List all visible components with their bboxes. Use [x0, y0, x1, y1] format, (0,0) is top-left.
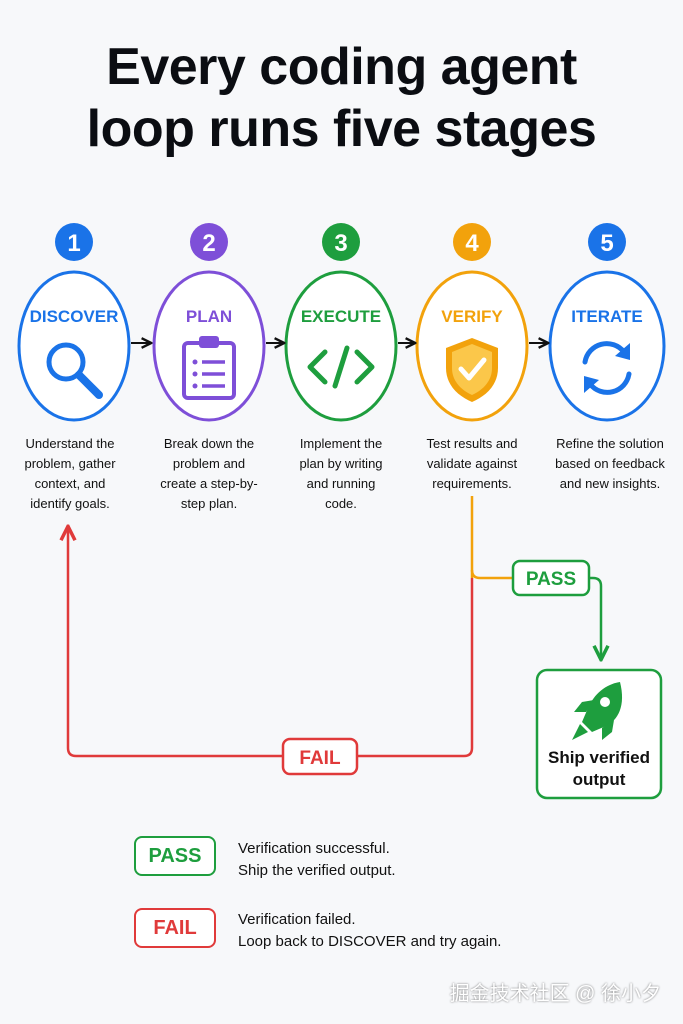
- pass-path: PASS: [470, 559, 601, 658]
- code-icon: [307, 345, 375, 389]
- ship-label-line-2: output: [573, 770, 626, 789]
- stage-verify: 4 VERIFY: [415, 223, 529, 422]
- stage-2-number-badge: [190, 223, 228, 261]
- legend-pass-badge: PASS: [134, 836, 216, 876]
- stage-3-name: EXECUTE: [301, 307, 381, 326]
- legend-fail-badge: FAIL: [134, 908, 216, 948]
- stage-4-number: 4: [465, 230, 479, 257]
- pass-flow-label: PASS: [526, 569, 576, 590]
- stage-3-description: Implement the plan by writing and runnin…: [299, 436, 383, 511]
- fail-flow-label: FAIL: [299, 748, 341, 769]
- stage-3-number: 3: [334, 230, 347, 257]
- rocket-icon: [572, 682, 623, 740]
- stage-5-name: ITERATE: [571, 307, 642, 326]
- stage-4-number-badge: [453, 223, 491, 261]
- clipboard-icon: [182, 336, 236, 400]
- legend-pass-text: Verification successful. Ship the verifi…: [238, 840, 396, 879]
- stage-4-description: Test results and validate against requir…: [426, 436, 518, 491]
- title-line-1: Every coding agent: [106, 38, 577, 96]
- stage-3-number-badge: [322, 223, 360, 261]
- stage-4-name: VERIFY: [441, 307, 503, 326]
- legend-fail-text: Verification failed. Loop back to DISCOV…: [238, 911, 502, 950]
- stage-2-number: 2: [202, 230, 215, 257]
- stage-5-number: 5: [600, 230, 613, 257]
- stage-plan: 2 PLAN: [152, 223, 266, 422]
- stage-5-description: Refine the solution based on feedback an…: [555, 436, 665, 491]
- page-title: Every coding agent loop runs five stages: [0, 36, 683, 160]
- stage-execute: 3 EXECUTE: [284, 223, 398, 422]
- stage-2-description: Break down the problem and create a step…: [160, 436, 258, 511]
- stage-5-number-badge: [588, 223, 626, 261]
- shield-check-icon: [446, 338, 498, 402]
- fail-path: [68, 528, 474, 758]
- stage-iterate: 5 ITERATE: [548, 223, 666, 422]
- stage-1-number-badge: [55, 223, 93, 261]
- fail-flow-badge: [281, 737, 359, 776]
- stage-discover: 1 DISCOVER: [17, 223, 131, 422]
- stage-1-description: Understand the problem, gather context, …: [24, 436, 116, 511]
- refresh-icon: [582, 341, 632, 395]
- watermark: 掘金技术社区 @ 徐小夕: [449, 983, 661, 1005]
- stage-2-name: PLAN: [186, 307, 232, 326]
- stage-1-number: 1: [67, 230, 80, 257]
- title-line-2: loop runs five stages: [86, 100, 597, 158]
- stage-3-ellipse: [284, 270, 398, 422]
- stage-1-name: DISCOVER: [30, 307, 119, 326]
- ship-output-box: Ship verified output: [535, 668, 663, 800]
- magnifier-icon: [46, 342, 103, 399]
- ship-label-line-1: Ship verified: [548, 748, 650, 767]
